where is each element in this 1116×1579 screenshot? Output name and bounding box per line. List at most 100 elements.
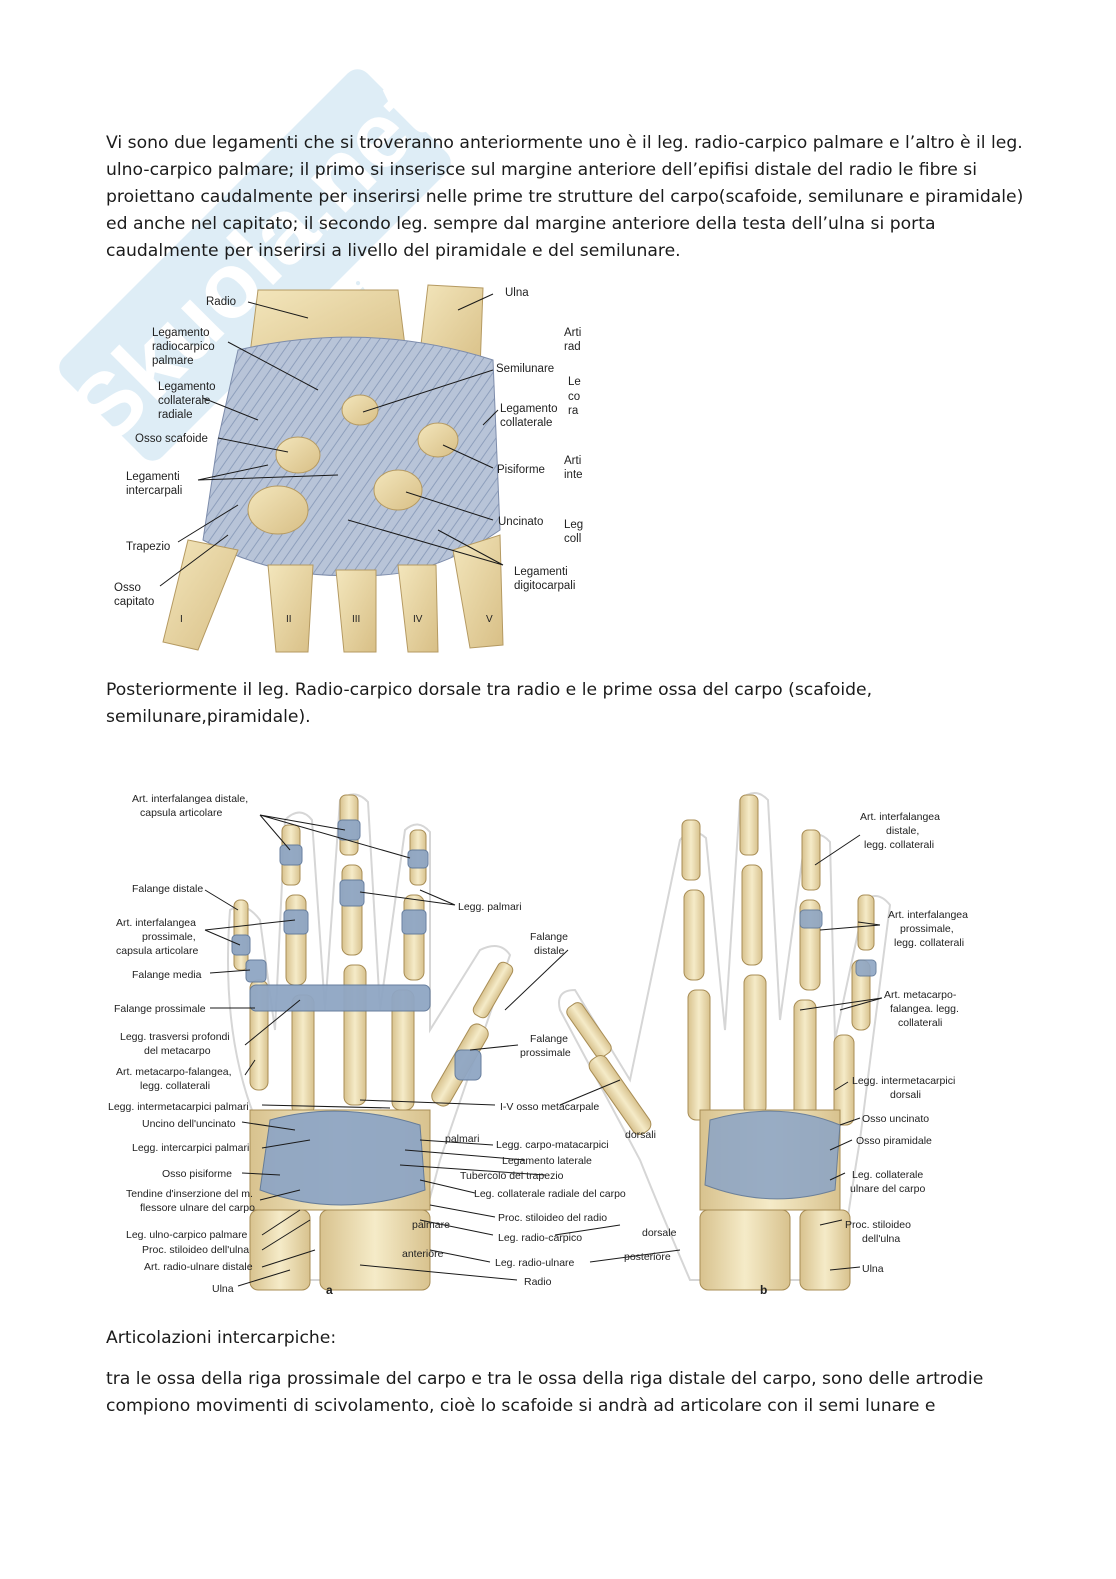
label-legg-trasversi-profondi: Legg. trasversi profondi xyxy=(120,1031,230,1043)
label-legamenti-intercarpali: Legamenti xyxy=(126,471,180,483)
section-heading-intercarpiche: Articolazioni intercarpiche: xyxy=(106,1328,337,1348)
label-dorsali-b: dorsali xyxy=(890,1089,921,1101)
label-falange-2: Falange xyxy=(530,1033,568,1045)
cut-label: co xyxy=(568,391,580,403)
label-legamenti-digitocarpali-2: digitocarpali xyxy=(514,580,575,592)
label-legg-collaterali-b: legg. collaterali xyxy=(864,839,934,851)
label-distale: distale xyxy=(534,945,565,957)
label-art-interfalangea-prossimale-b: Art. interfalangea xyxy=(888,909,968,921)
label-proc-stiloideo-b: Proc. stiloideo xyxy=(845,1219,911,1231)
label-legg-intermetacarpici-palmari: Legg. intermetacarpici palmari xyxy=(108,1101,249,1113)
cut-label: rad xyxy=(564,341,581,353)
label-legamento-radiocarpico-2: radiocarpico xyxy=(152,341,215,353)
label-semilunare: Semilunare xyxy=(496,363,554,375)
roman-iii: III xyxy=(352,614,360,625)
label-distale-b: distale, xyxy=(886,825,919,837)
label-anteriore: anteriore xyxy=(402,1248,444,1260)
label-leg-radio-ulnare: Leg. radio-ulnare xyxy=(495,1257,575,1269)
label-radio: Radio xyxy=(524,1276,552,1288)
label-pisiforme: Pisiforme xyxy=(497,464,545,476)
label-palmare: palmare xyxy=(412,1219,450,1231)
label-legamento-laterale: Legamento laterale xyxy=(502,1155,592,1167)
label-dorsali: dorsali xyxy=(625,1129,656,1141)
label-dell-ulna-b: dell'ulna xyxy=(862,1233,900,1245)
label-leg-radio-carpico: Leg. radio-carpico xyxy=(498,1232,582,1244)
label-capsula-articolare-2: capsula articolare xyxy=(116,945,198,957)
label-prossimale-2: prossimale xyxy=(520,1047,571,1059)
paragraph-intercarpiche: tra le ossa della riga prossimale del ca… xyxy=(106,1369,984,1416)
label-del-metacarpo: del metacarpo xyxy=(144,1045,211,1057)
label-prossimale-b: prossimale, xyxy=(900,923,954,935)
label-legamento-collaterale: Legamento xyxy=(158,381,216,393)
label-radio: Radio xyxy=(206,296,236,308)
paragraph-ligaments-anterior: Vi sono due legamenti che si troveranno … xyxy=(106,133,1024,261)
roman-i: I xyxy=(180,614,183,625)
label-art-interfalangea-distale-b: Art. interfalangea xyxy=(860,811,940,823)
cut-label: inte xyxy=(564,469,583,481)
hand-ligaments-figure: Art. interfalangea distale, capsula arti… xyxy=(108,792,968,1297)
panel-b-label: b xyxy=(760,1283,767,1297)
label-falange-distale: Falange distale xyxy=(132,883,203,895)
label-osso-piramidale-b: Osso piramidale xyxy=(856,1135,932,1147)
roman-v: V xyxy=(486,614,493,625)
label-falange-media: Falange media xyxy=(132,969,202,981)
label-ulna-a: Ulna xyxy=(212,1283,234,1295)
label-legg-intermetacarpici-dorsali: Legg. intermetacarpici xyxy=(852,1075,955,1087)
label-legamento-radiocarpico-3: palmare xyxy=(152,355,194,367)
label-proc-stiloideo-ulna: Proc. stiloideo dell'ulna xyxy=(142,1244,249,1256)
cut-label: Arti xyxy=(564,327,581,339)
label-tendine-inserzione: Tendine d'inserzione del m. xyxy=(126,1188,253,1200)
label-leg-ulno-carpico-palmare: Leg. ulno-carpico palmare xyxy=(126,1229,248,1241)
label-ulnare-del-carpo: ulnare del carpo xyxy=(850,1183,925,1195)
label-legg-collaterali-b2: legg. collaterali xyxy=(894,937,964,949)
label-palmari: palmari xyxy=(445,1133,479,1145)
paragraph-ligaments-posterior: Posteriormente il leg. Radio-carpico dor… xyxy=(106,680,873,727)
label-legg-palmari: Legg. palmari xyxy=(458,901,522,913)
label-art-interfalangea-distale: Art. interfalangea distale, xyxy=(132,793,248,805)
label-osso-scafoide: Osso scafoide xyxy=(135,433,208,445)
roman-ii: II xyxy=(286,614,292,625)
label-falangea-legg-b: falangea. legg. xyxy=(890,1003,959,1015)
label-uncino-uncinato: Uncino dell'uncinato xyxy=(142,1118,236,1130)
label-tubercolo-trapezio: Tubercolo del trapezio xyxy=(460,1170,564,1182)
label-legamenti-intercarpali-2: intercarpali xyxy=(126,485,182,497)
label-legamento-collaterale-2: collaterale xyxy=(158,395,210,407)
label-ulna: Ulna xyxy=(505,287,529,299)
label-legamento-collaterale-3: radiale xyxy=(158,409,193,421)
label-ulna-b: Ulna xyxy=(862,1263,884,1275)
label-i-v-osso-metacarpale: I-V osso metacarpale xyxy=(500,1101,599,1113)
label-art-radio-ulnare-distale: Art. radio-ulnare distale xyxy=(144,1261,253,1273)
label-leg-collaterale-radiale: Leg. collaterale radiale del carpo xyxy=(474,1188,626,1200)
label-art-interfalangea-prossimale: Art. interfalangea xyxy=(116,917,196,929)
label-trapezio: Trapezio xyxy=(126,541,170,553)
roman-iv: IV xyxy=(413,614,423,625)
label-legg-intercarpici-palmari: Legg. intercarpici palmari xyxy=(132,1142,249,1154)
label-flessore-ulnare: flessore ulnare del carpo xyxy=(140,1202,255,1214)
label-dorsale: dorsale xyxy=(642,1227,677,1239)
label-osso-pisiforme: Osso pisiforme xyxy=(162,1168,232,1180)
label-legamenti-digitocarpali: Legamenti xyxy=(514,566,568,578)
label-osso-uncinato-b: Osso uncinato xyxy=(862,1113,929,1125)
label-legamento-collaterale-r2: collaterale xyxy=(500,417,552,429)
label-proc-stiloideo-radio: Proc. stiloideo del radio xyxy=(498,1212,607,1224)
label-osso-capitato: Osso xyxy=(114,582,141,594)
label-capsula-articolare: capsula articolare xyxy=(140,807,222,819)
label-prossimale: prossimale, xyxy=(142,931,196,943)
label-falange: Falange xyxy=(530,931,568,943)
label-legamento-radiocarpico: Legamento xyxy=(152,327,210,339)
cut-label: Arti xyxy=(564,455,581,467)
wrist-palmar-ligaments-figure: Radio Legamento radiocarpico palmare Leg… xyxy=(114,284,583,653)
label-legg-collaterali: legg. collaterali xyxy=(140,1080,210,1092)
label-collaterali-b: collaterali xyxy=(898,1017,942,1029)
cut-label: ra xyxy=(568,405,579,417)
label-osso-capitato-2: capitato xyxy=(114,596,154,608)
label-uncinato: Uncinato xyxy=(498,516,543,528)
label-leg-collaterale-ulnare: Leg. collaterale xyxy=(852,1169,923,1181)
label-falange-prossimale: Falange prossimale xyxy=(114,1003,206,1015)
cut-label: coll xyxy=(564,533,581,545)
cut-label: Leg xyxy=(564,519,583,531)
label-legamento-collaterale-r: Legamento xyxy=(500,403,558,415)
cut-label: Le xyxy=(568,376,581,388)
label-art-metacarpo-b: Art. metacarpo- xyxy=(884,989,957,1001)
label-legg-carpo-matacarpici: Legg. carpo-matacarpici xyxy=(496,1139,609,1151)
